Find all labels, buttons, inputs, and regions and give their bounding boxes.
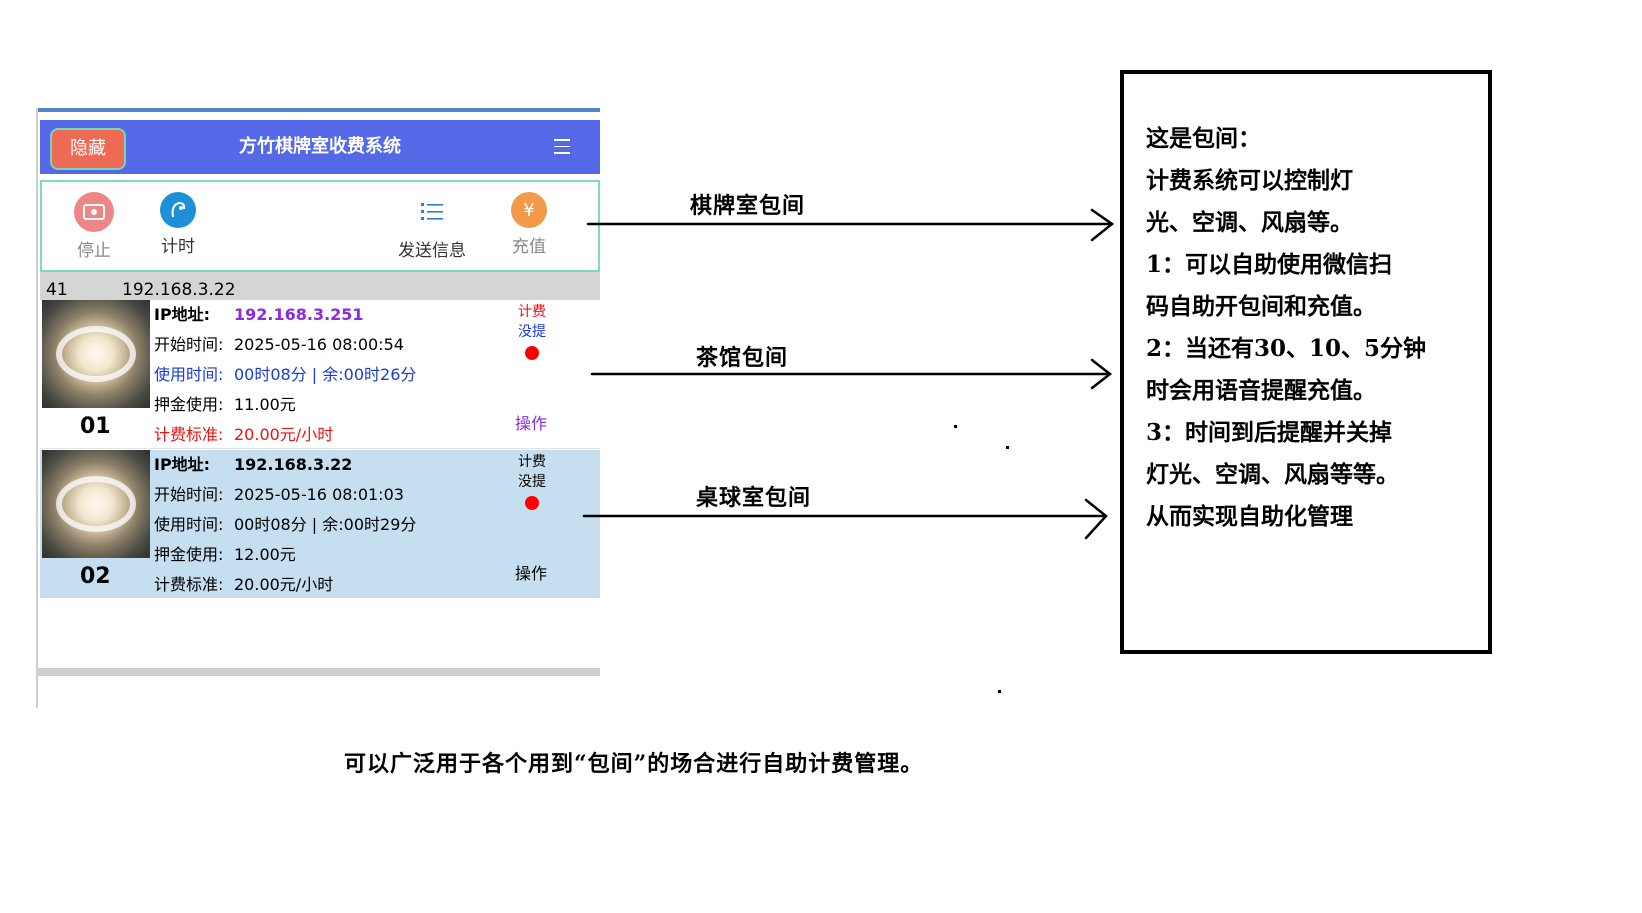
rate-label: 计费标准: bbox=[154, 425, 224, 444]
used-label: 使用时间: bbox=[154, 365, 224, 384]
ip-bar-ip: 192.168.3.22 bbox=[122, 280, 236, 300]
ip-bar-id: 41 bbox=[46, 280, 68, 300]
timer-icon bbox=[160, 192, 196, 228]
app-panel: 隐藏 方竹棋牌室收费系统 停止 计时 发送信息 bbox=[36, 108, 600, 708]
ip-value: 192.168.3.251 bbox=[234, 305, 364, 324]
note-line: 光、空调、风扇等。 bbox=[1146, 209, 1353, 236]
room-number: 01 bbox=[80, 414, 111, 439]
rate-value: 20.00元/小时 bbox=[234, 425, 334, 444]
rate-label: 计费标准: bbox=[154, 575, 224, 594]
start-label: 开始时间: bbox=[154, 335, 224, 354]
stop-icon bbox=[74, 192, 114, 232]
deposit-label: 押金使用: bbox=[154, 395, 224, 414]
start-value: 2025-05-16 08:01:03 bbox=[234, 485, 404, 504]
speck bbox=[1006, 446, 1009, 449]
money-bag-icon: ¥ bbox=[511, 192, 547, 228]
arrow-label-chess-room: 棋牌室包间 bbox=[690, 193, 806, 219]
note-line: 这是包间： bbox=[1146, 125, 1261, 152]
deposit-value: 12.00元 bbox=[234, 545, 296, 564]
note-line: 从而实现自助化管理 bbox=[1146, 503, 1353, 530]
arrow-head-1 bbox=[1090, 208, 1115, 242]
menu-icon[interactable] bbox=[554, 139, 570, 155]
timer-label: 计时 bbox=[161, 237, 195, 257]
app-title: 方竹棋牌室收费系统 bbox=[239, 136, 401, 157]
note-line: 时会用语音提醒充值。 bbox=[1146, 377, 1376, 404]
reminder-tag: 没提 bbox=[518, 324, 546, 340]
note-line: 1：可以自助使用微信扫 bbox=[1146, 251, 1393, 278]
send-message-button[interactable]: 发送信息 bbox=[392, 192, 472, 261]
caption: 可以广泛用于各个用到“包间”的场合进行自助计费管理。 bbox=[344, 751, 924, 777]
list-icon bbox=[412, 192, 452, 232]
stop-label: 停止 bbox=[77, 241, 111, 261]
arrow-label-billiards: 桌球室包间 bbox=[696, 485, 812, 511]
start-value: 2025-05-16 08:00:54 bbox=[234, 335, 404, 354]
billing-tag: 计费 bbox=[518, 454, 546, 470]
operate-button[interactable]: 操作 bbox=[514, 414, 547, 433]
send-label: 发送信息 bbox=[398, 241, 466, 261]
room-number: 02 bbox=[80, 564, 111, 589]
speck bbox=[954, 425, 957, 428]
deposit-label: 押金使用: bbox=[154, 545, 224, 564]
arrow-head-2 bbox=[1090, 358, 1113, 390]
note-line: 计费系统可以控制灯 bbox=[1146, 167, 1353, 194]
top-line bbox=[38, 108, 600, 112]
charge-button[interactable]: ¥ 充值 bbox=[504, 192, 554, 257]
start-label: 开始时间: bbox=[154, 485, 224, 504]
toolbar: 停止 计时 发送信息 ¥ 充值 bbox=[40, 180, 600, 272]
reminder-tag: 没提 bbox=[518, 474, 546, 490]
stop-button[interactable]: 停止 bbox=[64, 192, 124, 261]
speck bbox=[998, 690, 1001, 693]
app-header: 隐藏 方竹棋牌室收费系统 bbox=[40, 120, 600, 174]
deposit-value: 11.00元 bbox=[234, 395, 296, 414]
used-value: 00时08分 | 余:00时26分 bbox=[234, 365, 417, 384]
note-line: 灯光、空调、风扇等等。 bbox=[1146, 461, 1399, 488]
ip-value: 192.168.3.22 bbox=[234, 455, 353, 474]
status-dot bbox=[525, 496, 539, 510]
billing-tag: 计费 bbox=[518, 304, 546, 320]
arrow-head-3 bbox=[1084, 498, 1108, 540]
charge-label: 充值 bbox=[512, 237, 546, 257]
explanation-box: 这是包间： 计费系统可以控制灯 光、空调、风扇等。 1：可以自助使用微信扫 码自… bbox=[1120, 70, 1492, 654]
timer-button[interactable]: 计时 bbox=[150, 192, 206, 257]
note-line: 码自助开包间和充值。 bbox=[1146, 293, 1376, 320]
ceiling-light-image bbox=[42, 450, 150, 558]
rate-value: 20.00元/小时 bbox=[234, 575, 334, 594]
note-line: 2：当还有30、10、5分钟 bbox=[1146, 335, 1427, 362]
status-dot bbox=[525, 346, 539, 360]
room-card-01[interactable]: 01 IP地址: 192.168.3.251 开始时间: 2025-05-16 08… bbox=[40, 300, 600, 449]
ceiling-light-image bbox=[42, 300, 150, 408]
arrow-label-tea-house: 茶馆包间 bbox=[696, 345, 789, 371]
hide-button[interactable]: 隐藏 bbox=[50, 128, 126, 170]
ip-label: IP地址: bbox=[154, 455, 211, 474]
bottom-bar bbox=[38, 668, 600, 676]
operate-button[interactable]: 操作 bbox=[514, 564, 547, 583]
used-label: 使用时间: bbox=[154, 515, 224, 534]
used-value: 00时08分 | 余:00时29分 bbox=[234, 515, 417, 534]
ip-label: IP地址: bbox=[154, 305, 211, 324]
note-line: 3：时间到后提醒并关掉 bbox=[1146, 419, 1393, 446]
room-card-02[interactable]: 02 IP地址: 192.168.3.22 开始时间: 2025-05-16 08:… bbox=[40, 450, 600, 598]
